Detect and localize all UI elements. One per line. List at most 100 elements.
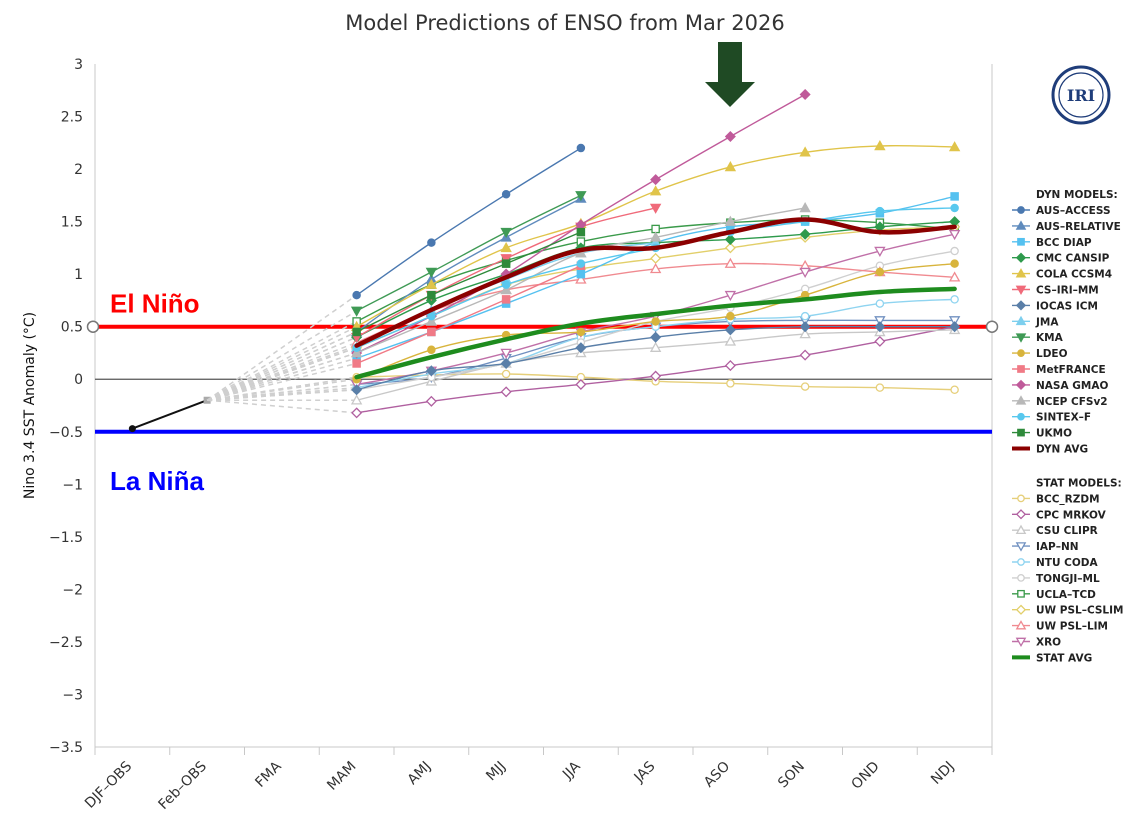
series-point xyxy=(351,384,363,396)
series-line xyxy=(354,286,957,380)
series-point xyxy=(575,273,587,284)
series-point xyxy=(651,317,660,326)
series-point xyxy=(352,290,361,300)
series-point xyxy=(1015,379,1027,391)
series-stat-avg xyxy=(354,286,957,380)
series-point xyxy=(425,315,438,326)
series-point xyxy=(724,215,737,226)
legend-item: UW PSL–CSLIM xyxy=(1012,604,1123,617)
x-tick-label: Feb–OBS xyxy=(155,758,210,813)
series-point xyxy=(724,233,736,245)
legend-label: UW PSL–CSLIM xyxy=(1036,605,1123,617)
legend-item: JMA xyxy=(1012,315,1059,328)
y-tick-label: 0.5 xyxy=(61,320,83,336)
y-tick-label: −2.5 xyxy=(49,635,83,651)
series-metfrance xyxy=(352,261,586,368)
forecast-connector xyxy=(207,386,357,401)
series-point xyxy=(875,383,885,392)
axes: 32.521.510.50−0.5−1−1.5−2−2.5−3−3.5DJF–O… xyxy=(22,57,993,813)
series-cpc-mrkov xyxy=(351,321,961,419)
legend-label: CSU CLIPR xyxy=(1036,525,1098,537)
series-point xyxy=(874,335,886,347)
x-tick-label: FMA xyxy=(252,758,285,791)
series-point xyxy=(427,345,436,355)
series-point xyxy=(875,206,885,216)
series-point xyxy=(950,295,959,304)
series-point xyxy=(799,228,811,240)
series-point xyxy=(874,246,886,257)
legend-item: UW PSL–LIM xyxy=(1012,620,1108,633)
x-tick-label: DJF–OBS xyxy=(82,758,135,811)
series-point xyxy=(350,394,363,405)
legend-label: DYN AVG xyxy=(1036,444,1088,456)
legend-label: LDEO xyxy=(1036,348,1068,360)
series-group xyxy=(350,88,961,419)
series-point xyxy=(948,229,961,241)
observed-line xyxy=(132,399,208,430)
legend-item: CS–IRI–MM xyxy=(1012,285,1099,297)
series-point xyxy=(1015,620,1027,630)
threshold-label: La Niña xyxy=(110,466,204,496)
forecast-connector xyxy=(206,320,357,401)
y-tick-label: 1.5 xyxy=(61,215,83,231)
series-point xyxy=(1017,428,1025,437)
legend-stat-header: STAT MODELS: xyxy=(1036,477,1122,489)
series-point xyxy=(1017,574,1025,582)
legend-item: XRO xyxy=(1012,637,1061,649)
legend-item: NTU CODA xyxy=(1012,557,1098,569)
legend-item: IOCAS ICM xyxy=(1012,300,1098,312)
series-point xyxy=(949,321,961,333)
x-tick-label: SON xyxy=(775,759,808,792)
y-tick-label: −1 xyxy=(62,477,83,493)
series-point xyxy=(724,242,736,254)
legend-item: NASA GMAO xyxy=(1012,379,1108,392)
series-point xyxy=(500,227,512,239)
series-point xyxy=(500,386,512,398)
series-point xyxy=(1015,395,1027,405)
series-point xyxy=(427,311,436,321)
legend-item: STAT AVG xyxy=(1012,652,1092,664)
legend-item: NCEP CFSv2 xyxy=(1012,395,1108,408)
series-point xyxy=(501,280,511,289)
legend-label: STAT AVG xyxy=(1036,652,1092,664)
series-point xyxy=(576,227,586,237)
legend-label: JMA xyxy=(1035,316,1059,328)
series-point xyxy=(1017,365,1025,373)
series-point xyxy=(950,385,959,394)
forecast-connector xyxy=(206,357,357,401)
series-point xyxy=(948,316,961,327)
series-cola-ccsm4 xyxy=(350,140,961,331)
y-tick-label: −3.5 xyxy=(49,740,83,756)
legend-item: KMA xyxy=(1012,332,1064,344)
legend-item: SINTEX–F xyxy=(1012,412,1091,424)
observed-point xyxy=(128,425,136,433)
series-point xyxy=(501,369,511,379)
series-line xyxy=(355,147,582,296)
series-line xyxy=(355,265,582,365)
series-point xyxy=(1017,412,1025,421)
series-ldeo xyxy=(352,259,959,384)
series-point xyxy=(874,321,886,333)
series-point xyxy=(724,324,736,336)
logo-text: IRI xyxy=(1067,86,1095,105)
series-point xyxy=(799,202,811,213)
legend-item: MetFRANCE xyxy=(1012,364,1106,376)
series-ukmo xyxy=(352,227,586,337)
series-point xyxy=(726,311,735,321)
series-point xyxy=(800,311,810,321)
legend-label: SINTEX–F xyxy=(1036,412,1091,424)
forecast-connector xyxy=(206,336,357,401)
legend-item: LDEO xyxy=(1012,348,1068,360)
series-iocas-icm xyxy=(351,321,961,396)
legend-label: AUS–ACCESS xyxy=(1036,205,1111,217)
series-point xyxy=(425,278,438,289)
series-point xyxy=(650,331,662,343)
forecast-connector xyxy=(206,310,358,401)
x-tick-label: MJJ xyxy=(483,759,509,785)
y-axis-title: Nino 3.4 SST Anomaly (°C) xyxy=(22,312,38,499)
series-point xyxy=(950,246,959,256)
series-point xyxy=(1015,315,1027,326)
legend-label: BCC DIAP xyxy=(1036,237,1092,249)
threshold-left-handle xyxy=(86,320,100,333)
